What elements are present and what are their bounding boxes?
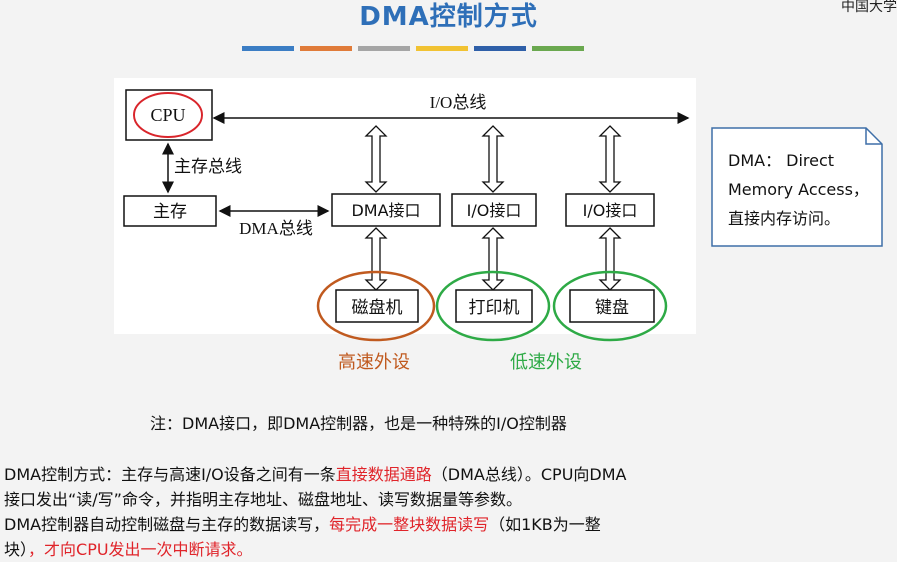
block-transfer-highlight: 每完成一整块数据读写 <box>329 515 490 534</box>
paragraph-line-4a: 块） <box>4 540 29 559</box>
main-memory-label: 主存 <box>153 202 187 221</box>
cpu-highlight-circle <box>133 92 203 138</box>
disk-box <box>335 289 419 323</box>
dma-interface-note: 注：DMA接口，即DMA控制器，也是一种特殊的I/O控制器 <box>150 414 567 433</box>
color-bar <box>358 46 410 51</box>
color-bar <box>532 46 584 51</box>
main-memory-box <box>123 195 217 227</box>
cpu-label: CPU <box>150 105 185 125</box>
paragraph-line-1b: （DMA总线）。CPU向DMA <box>431 465 627 484</box>
main-memory-bus-label: 主存总线 <box>174 157 242 176</box>
direct-data-path-highlight: 直接数据通路 <box>335 465 432 484</box>
corner-logo-text: 中国大学 <box>841 0 897 15</box>
io-interface-2-box <box>565 193 655 227</box>
io-interface-1-label: I/O接口 <box>467 201 522 220</box>
io2-to-keyboard-arrow <box>598 227 622 291</box>
printer-label: 打印机 <box>469 298 520 317</box>
dma-interface-label: DMA接口 <box>351 201 420 220</box>
dma-bus-label: DMA总线 <box>239 219 313 238</box>
slide-title: DMA控制方式 <box>359 2 538 32</box>
io-interface-1-box <box>451 193 537 227</box>
dma-description-paragraph: DMA控制方式：主存与高速I/O设备之间有一条直接数据通路（DMA总线）。CPU… <box>4 462 884 562</box>
title-color-bars <box>242 46 584 51</box>
high-speed-device-circle <box>316 270 436 342</box>
interrupt-request-highlight: ，才向CPU发出一次中断请求。 <box>28 540 253 559</box>
bus-to-io1-arrow <box>481 125 505 193</box>
paragraph-line-3b: （如1KB为一整 <box>489 515 601 534</box>
color-bar <box>300 46 352 51</box>
low-speed-device-circle-2 <box>552 270 668 342</box>
dma-diagram: CPU I/O总线 主存总线 主存 DMA总线 DMA接口 I/O接口 I/O接… <box>123 89 883 373</box>
callout-box <box>711 127 883 247</box>
cpu-box <box>125 89 213 141</box>
paragraph-line-1: DMA控制方式：主存与高速I/O设备之间有一条直接数据通路（DMA总线）。CPU… <box>4 462 884 487</box>
paragraph-line-3: DMA控制器自动控制磁盘与主存的数据读写，每完成一整块数据读写（如1KB为一整 <box>4 512 884 537</box>
low-speed-label: 低速外设 <box>510 352 582 373</box>
callout-line-3: 直接内存访问。 <box>728 209 841 228</box>
keyboard-box <box>569 289 655 323</box>
color-bar <box>242 46 294 51</box>
dma-definition-callout: DMA： Direct Memory Access， 直接内存访问。 <box>712 128 882 246</box>
color-bar <box>416 46 468 51</box>
bus-to-dma-arrow <box>364 125 388 193</box>
low-speed-device-circle-1 <box>435 270 551 342</box>
callout-line-2: Memory Access， <box>728 180 869 199</box>
callout-fold <box>865 128 882 145</box>
disk-label: 磁盘机 <box>352 298 403 317</box>
dma-to-disk-arrow <box>364 227 388 291</box>
io1-to-printer-arrow <box>481 227 505 291</box>
printer-box <box>455 289 533 323</box>
paragraph-line-2: 接口发出“读/写”命令，并指明主存地址、磁盘地址、读写数据量等参数。 <box>4 490 522 509</box>
paragraph-line-4: 块），才向CPU发出一次中断请求。 <box>4 537 884 562</box>
keyboard-label: 键盘 <box>595 298 629 317</box>
color-bar <box>474 46 526 51</box>
paragraph-line-3a: DMA控制器自动控制磁盘与主存的数据读写， <box>4 515 330 534</box>
dma-interface-box <box>331 193 441 227</box>
bus-to-io2-arrow <box>598 125 622 193</box>
paragraph-line-1a: DMA控制方式：主存与高速I/O设备之间有一条 <box>4 465 336 484</box>
callout-line-1: DMA： Direct <box>728 151 835 170</box>
io-interface-2-label: I/O接口 <box>583 201 638 220</box>
io-bus-label: I/O总线 <box>430 93 487 112</box>
high-speed-label: 高速外设 <box>338 352 410 373</box>
